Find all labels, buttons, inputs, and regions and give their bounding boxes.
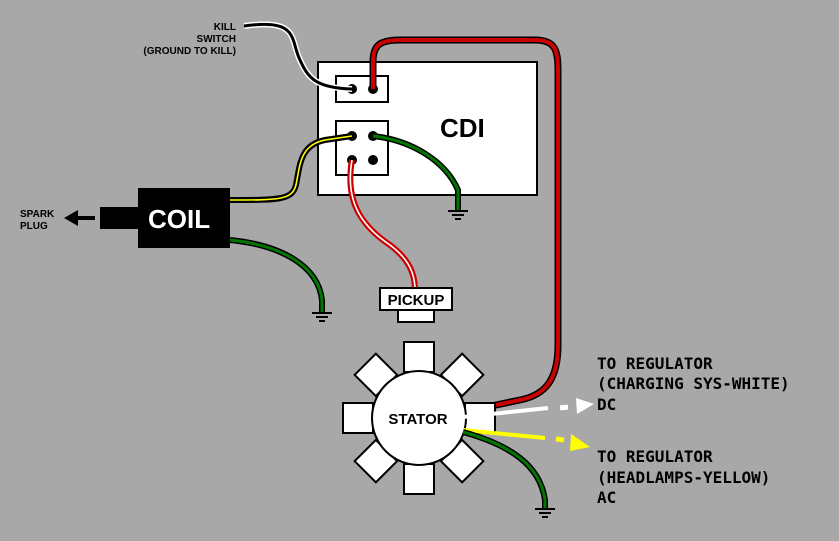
kill-switch-label-1: KILL bbox=[214, 22, 236, 33]
cdi-bottom-connector bbox=[335, 120, 389, 176]
kill-switch-wire bbox=[243, 22, 353, 91]
coil-boot bbox=[100, 207, 140, 229]
pickup-tab bbox=[397, 309, 435, 323]
regulator-dc-label-3: DC bbox=[597, 395, 616, 414]
ground-symbol-icon bbox=[312, 312, 332, 322]
coil-ground-wire bbox=[229, 238, 324, 312]
yellow-wire bbox=[462, 428, 546, 440]
regulator-ac-label-2: (HEADLAMPS-YELLOW) bbox=[597, 468, 770, 487]
stator-label: STATOR bbox=[388, 411, 447, 428]
pin-spare bbox=[368, 155, 378, 165]
regulator-dc-label-1: TO REGULATOR bbox=[597, 354, 713, 373]
kill-switch-label-3: (GROUND TO KILL) bbox=[143, 46, 236, 57]
regulator-ac-label-1: TO REGULATOR bbox=[597, 447, 713, 466]
spark-plug-label-1: SPARK bbox=[20, 209, 55, 220]
ground-symbol-icon bbox=[448, 210, 468, 220]
pickup-label: PICKUP bbox=[388, 292, 445, 309]
pickup-wire bbox=[349, 159, 416, 291]
cdi-ground-wire bbox=[372, 134, 460, 210]
coil-wire bbox=[229, 135, 353, 201]
ground-symbol-icon bbox=[535, 508, 555, 518]
coil-label: COIL bbox=[148, 204, 210, 234]
regulator-ac-label-3: AC bbox=[597, 488, 616, 507]
spark-plug-arrow-icon bbox=[64, 210, 95, 226]
coil-body bbox=[138, 188, 230, 248]
white-arrow-icon bbox=[559, 398, 594, 414]
stator bbox=[342, 341, 496, 495]
yellow-arrow-icon bbox=[555, 434, 590, 451]
cdi-label: CDI bbox=[440, 113, 485, 143]
stator-ground-wire bbox=[462, 430, 547, 508]
regulator-dc-label-2: (CHARGING SYS-WHITE) bbox=[597, 374, 790, 393]
kill-switch-label-2: SWITCH bbox=[197, 34, 236, 45]
spark-plug-label-2: PLUG bbox=[20, 221, 48, 232]
power-wire bbox=[371, 38, 560, 414]
white-wire bbox=[462, 406, 549, 419]
